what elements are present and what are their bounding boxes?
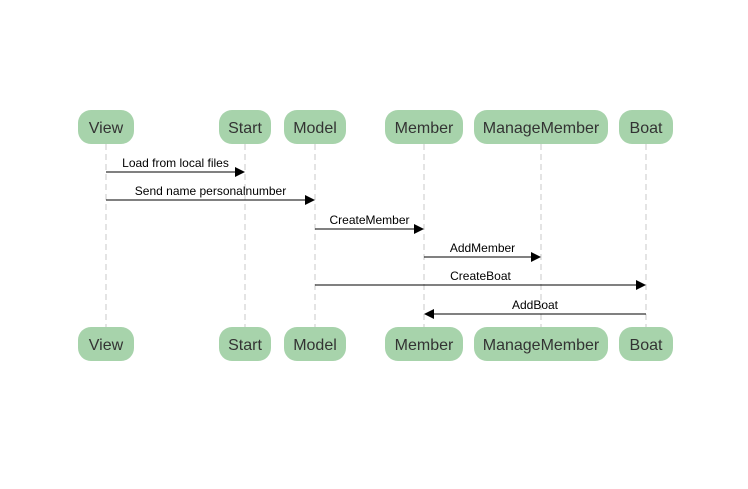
participant-managemember-bottom: ManageMember (474, 327, 608, 361)
participant-box (219, 110, 271, 144)
message-model-to-member: CreateMember (315, 213, 424, 234)
arrowhead (235, 167, 245, 177)
message-member-to-managemember: AddMember (424, 241, 541, 262)
participant-label: Boat (630, 337, 663, 354)
participant-model-bottom: Model (284, 327, 346, 361)
participant-label: Start (228, 120, 262, 137)
message-view-to-start: Load from local files (106, 156, 245, 177)
participant-label: Model (293, 337, 337, 354)
participant-label: View (89, 337, 124, 354)
message-label: Load from local files (122, 156, 229, 170)
participant-box (284, 327, 346, 361)
participants-bottom: View Start Model Member ManageMember Boat (78, 327, 673, 361)
participant-label: ManageMember (483, 120, 600, 137)
message-model-to-boat: CreateBoat (315, 269, 646, 290)
arrowhead (424, 309, 434, 319)
participant-start-bottom: Start (219, 327, 271, 361)
participant-box (474, 327, 608, 361)
participant-box (619, 327, 673, 361)
participant-boat-top: Boat (619, 110, 673, 144)
message-label: AddBoat (512, 298, 559, 312)
participant-start-top: Start (219, 110, 271, 144)
participant-box (385, 110, 463, 144)
arrowhead (414, 224, 424, 234)
participant-member-top: Member (385, 110, 463, 144)
participant-label: Model (293, 120, 337, 137)
participant-label: Member (395, 337, 454, 354)
participant-label: Start (228, 337, 262, 354)
participant-model-top: Model (284, 110, 346, 144)
lifelines (105, 144, 647, 327)
message-label: CreateBoat (450, 269, 511, 283)
message-label: CreateMember (329, 213, 409, 227)
participant-label: Boat (630, 120, 663, 137)
participant-box (474, 110, 608, 144)
arrowhead (531, 252, 541, 262)
participant-box (385, 327, 463, 361)
participant-label: View (89, 120, 124, 137)
participant-managemember-top: ManageMember (474, 110, 608, 144)
participant-box (619, 110, 673, 144)
participant-box (284, 110, 346, 144)
arrowhead (305, 195, 315, 205)
message-label: AddMember (450, 241, 515, 255)
participant-view-bottom: View (78, 327, 134, 361)
participant-box (78, 327, 134, 361)
participant-label: ManageMember (483, 337, 600, 354)
participant-boat-bottom: Boat (619, 327, 673, 361)
message-view-to-model: Send name personalnumber (106, 184, 315, 205)
message-boat-to-member: AddBoat (424, 298, 646, 319)
participant-label: Member (395, 120, 454, 137)
participant-view-top: View (78, 110, 134, 144)
participants-top: View Start Model Member ManageMember Boat (78, 110, 673, 144)
participant-box (78, 110, 134, 144)
participant-box (219, 327, 271, 361)
message-label: Send name personalnumber (135, 184, 286, 198)
arrowhead (636, 280, 646, 290)
participant-member-bottom: Member (385, 327, 463, 361)
